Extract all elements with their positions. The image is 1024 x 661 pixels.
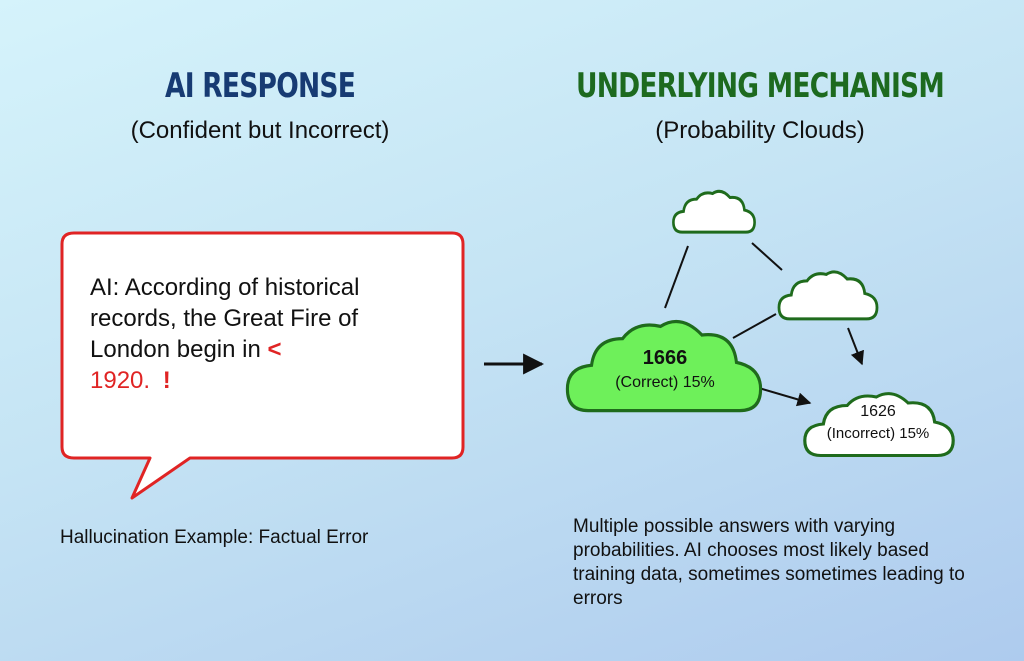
speech-bubble [60,231,465,500]
connector-line [732,313,777,339]
arrow-middle-to-incorrect [847,327,864,366]
ai-response-subtitle: (Confident but Incorrect) [130,117,390,144]
connector-line [664,245,689,309]
mechanism-title: UNDERLYING MECHANISM [576,66,945,106]
bubble-line: AI: According of historical [90,274,360,301]
ai-response-title: AI RESPONSE [164,66,356,106]
hallucination-caption: Hallucination Example: Factual Error [60,527,369,548]
connector-line [751,242,783,271]
correct-cloud-label: 1666 (Correct) 15% [590,347,740,392]
mechanism-caption: Multiple possible answers with varying p… [573,516,965,609]
correct-value: 1666 [642,347,688,369]
ai-response-text: AI: According of historical records, the… [90,272,430,396]
correct-probability: (Correct) 15% [615,374,715,391]
bubble-line: records, the Great Fire of [90,305,359,332]
incorrect-value: 1626 [860,403,896,420]
error-marker-icon: < [267,336,282,363]
incorrect-probability: (Incorrect) 15% [826,425,930,442]
incorrect-year: 1920. [90,367,151,394]
exclamation-icon: ! [162,367,171,394]
incorrect-cloud-label: 1626 (Incorrect) 15% [808,403,948,442]
mechanism-subtitle: (Probability Clouds) [655,117,865,144]
cloud-middle [777,270,879,321]
bubble-line: London begin in [90,336,261,363]
cloud-top [671,189,757,234]
